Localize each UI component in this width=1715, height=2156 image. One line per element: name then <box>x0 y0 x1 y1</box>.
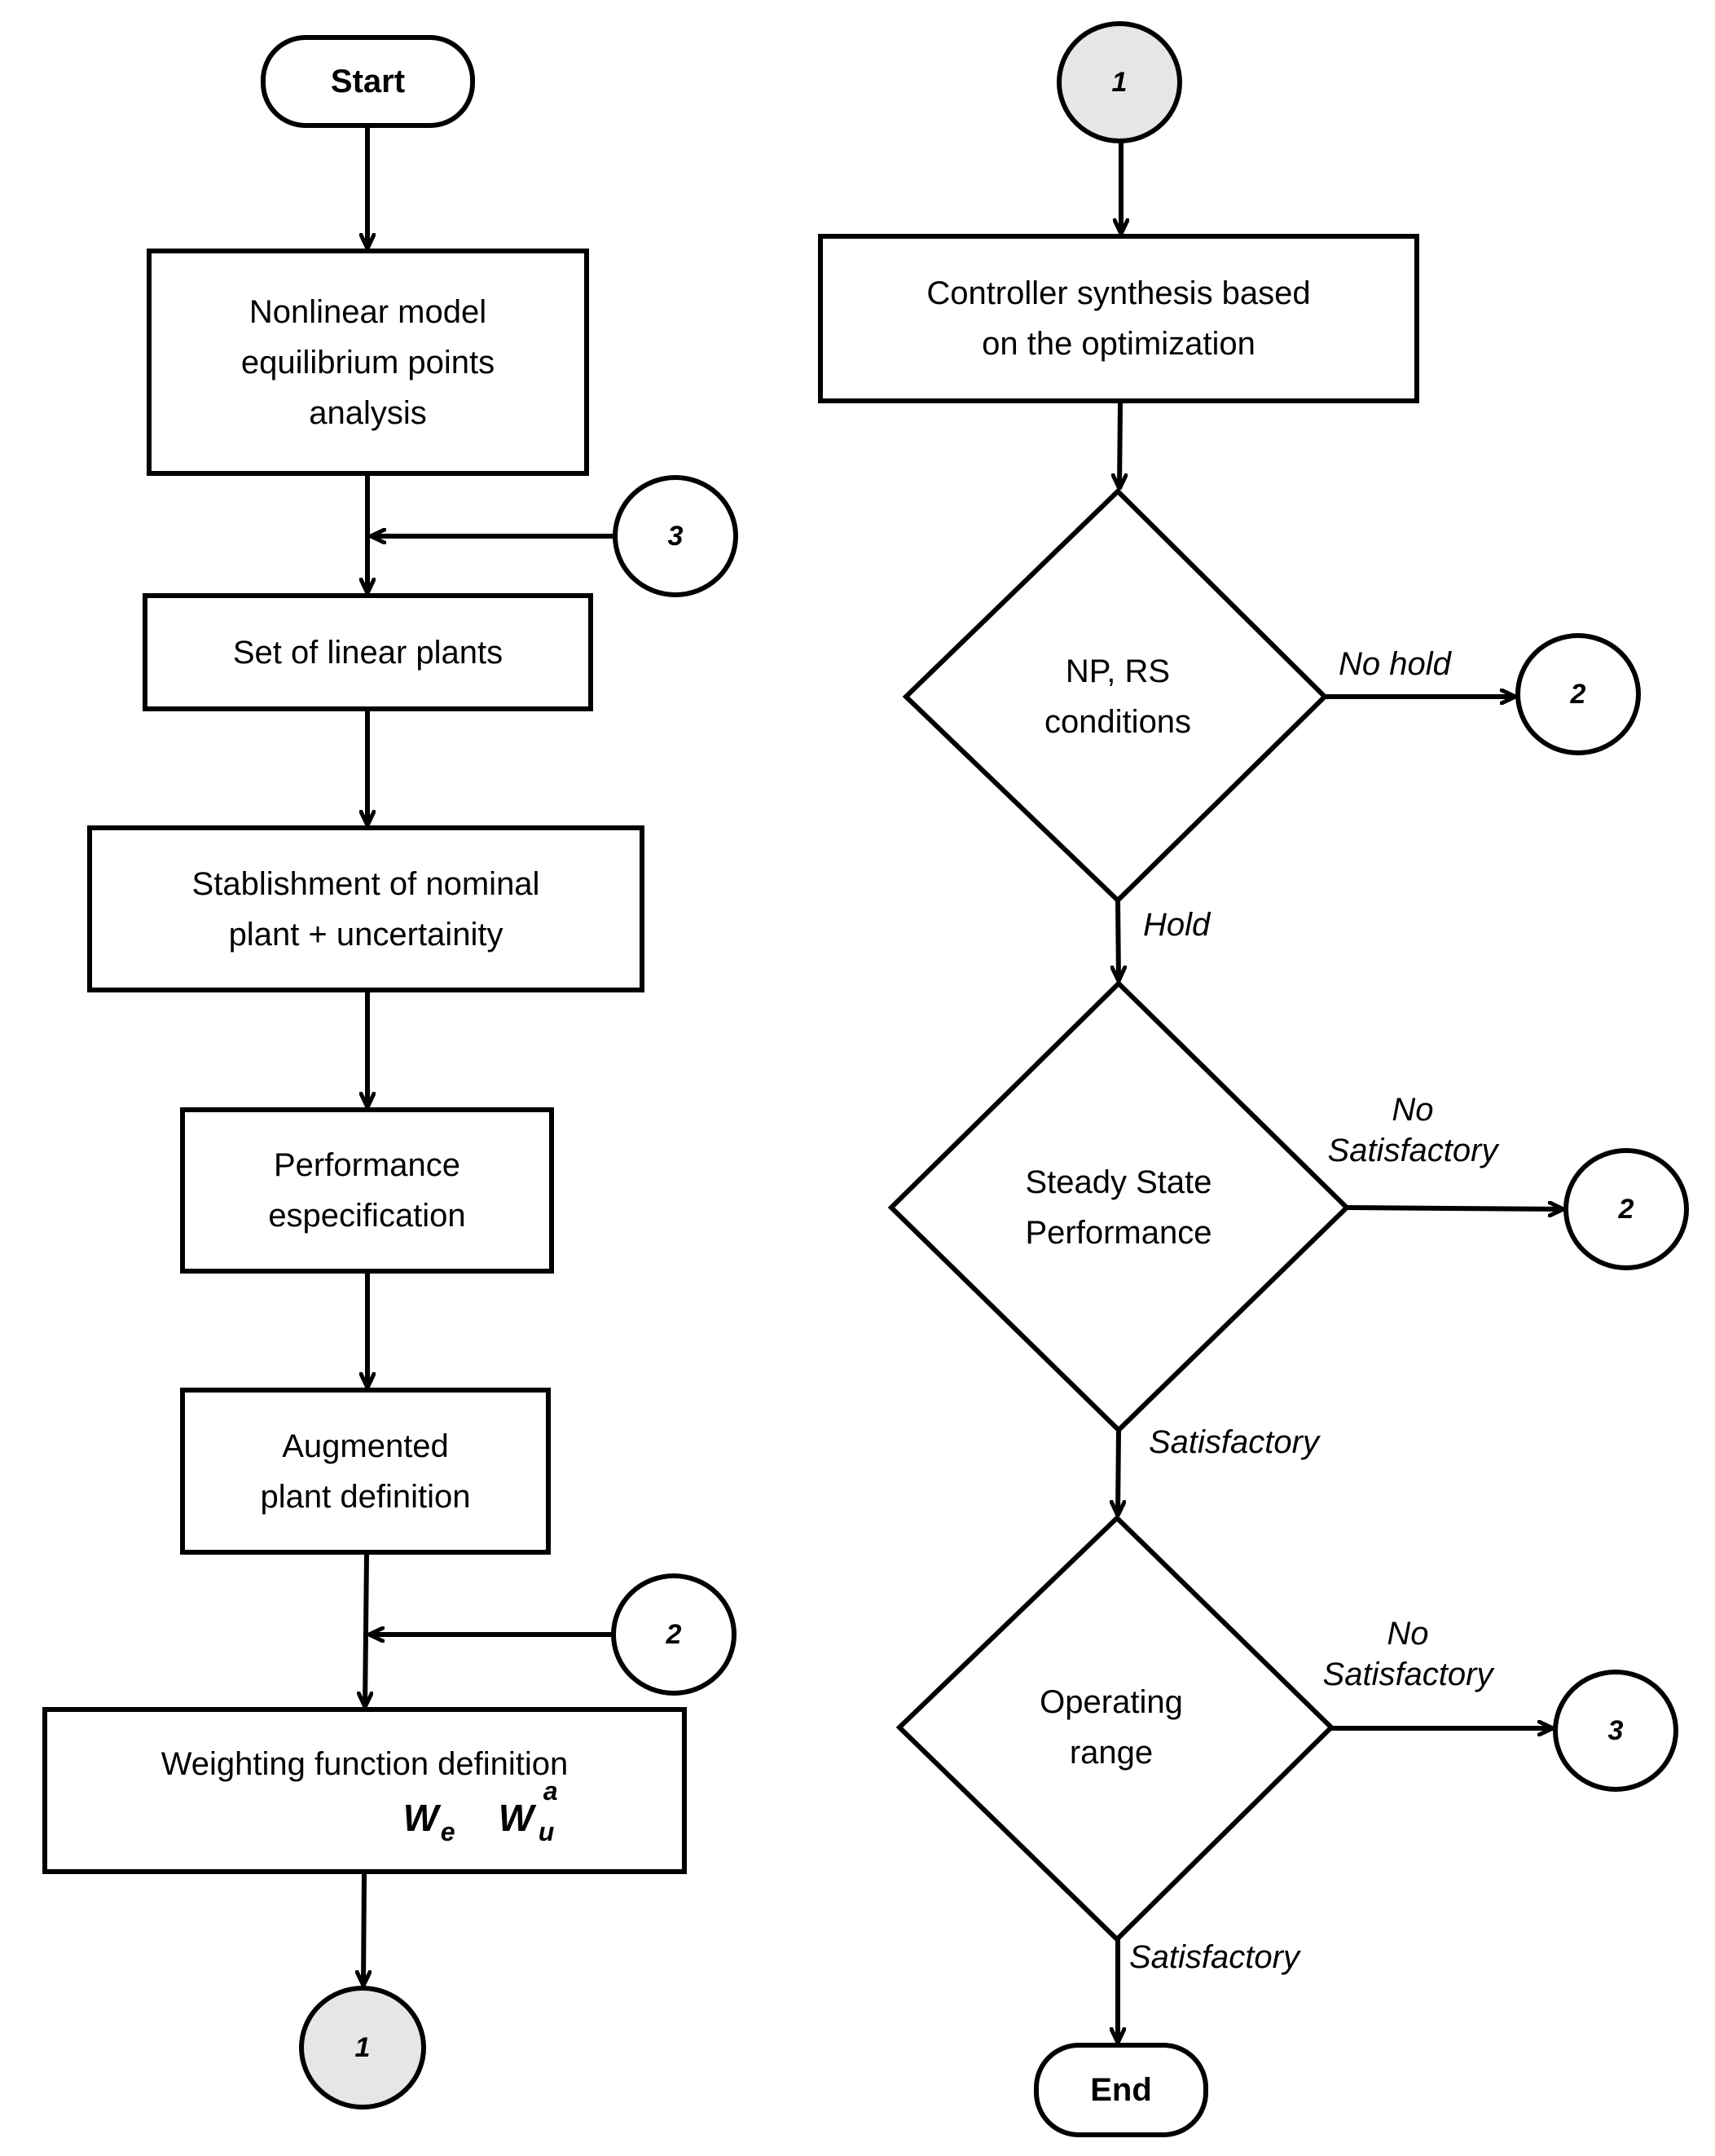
decision1-no-label: No hold <box>1339 646 1451 682</box>
start-text: Start <box>330 64 406 99</box>
nominal-plant-label: Stablishment of nominal plant + uncertai… <box>90 828 642 990</box>
decision3-no-label: No Satisfactory <box>1314 1613 1502 1695</box>
performance-spec-label: Performance especification <box>182 1110 552 1271</box>
decision3-label: Operating range <box>981 1646 1242 1809</box>
controller-synthesis-label: Controller synthesis based on the optimi… <box>820 236 1417 401</box>
wu-symbol: W u a <box>498 1776 558 1847</box>
performance-line-2: especification <box>268 1198 466 1234</box>
arrow-augmented-to-weighting <box>365 1554 367 1707</box>
decision3-line-2: range <box>1069 1735 1154 1771</box>
decision2-label: Steady State Performance <box>972 1126 1265 1289</box>
connector-out3-text: 3 <box>1607 1714 1624 1746</box>
synthesis-line-1: Controller synthesis based <box>926 275 1311 311</box>
nonlinear-line-3: analysis <box>309 394 427 431</box>
weighting-symbols: W e W u a <box>161 1776 569 1846</box>
box-linear-plants <box>143 593 593 711</box>
decision3-no-line-1: No <box>1387 1616 1429 1652</box>
augmented-line-2: plant definition <box>260 1478 471 1515</box>
arrow-decision2-no <box>1346 1208 1563 1209</box>
decision1-yes-label: Hold <box>1143 907 1211 943</box>
decision2-line-2: Performance <box>1025 1215 1212 1251</box>
weighting-title: Weighting function definition <box>161 1745 569 1782</box>
connector-circle-in1 <box>1057 21 1182 143</box>
decision2-no-line-1: No <box>1392 1092 1434 1128</box>
wu-subscript: u <box>538 1816 555 1846</box>
arrow-decision2-yes <box>1118 1429 1119 1516</box>
box-controller-synthesis <box>818 234 1419 403</box>
nonlinear-model-label: Nonlinear model equilibrium points analy… <box>149 251 587 473</box>
decision2-line-1: Steady State <box>1025 1164 1212 1200</box>
synthesis-line-2: on the optimization <box>982 326 1255 362</box>
connector-circle-out3 <box>1553 1670 1678 1792</box>
decision3-yes-label: Satisfactory <box>1129 1939 1299 1975</box>
we-subscript: e <box>440 1816 455 1846</box>
decision1-line-2: conditions <box>1044 704 1192 740</box>
performance-line-1: Performance <box>274 1147 460 1183</box>
decision1-line-1: NP, RS <box>1065 653 1171 689</box>
connector-out1-label: 1 <box>301 1988 424 2107</box>
decision2-no-line-2: Satisfactory <box>1327 1133 1498 1168</box>
start-terminal <box>261 35 475 128</box>
connector-circle-out2b <box>1563 1148 1689 1270</box>
box-nonlinear-model <box>147 249 589 476</box>
augmented-line-1: Augmented <box>282 1428 449 1464</box>
we-letter: W <box>402 1796 439 1839</box>
decision3-no-line-2: Satisfactory <box>1322 1657 1493 1692</box>
decision3-line-1: Operating <box>1040 1684 1183 1720</box>
connector-circle-out2a <box>1515 633 1641 755</box>
arrow-weighting-to-conn1 <box>363 1873 364 1986</box>
connector-out2b-text: 2 <box>1618 1193 1634 1225</box>
weighting-function-label: Weighting function definition W e W u a <box>45 1709 684 1872</box>
connector-in3-text: 3 <box>667 520 684 552</box>
connector-out3-label: 3 <box>1555 1672 1676 1789</box>
nominal-line-2: plant + uncertainity <box>228 916 504 953</box>
nominal-line-1: Stablishment of nominal <box>191 865 540 902</box>
connector-in1-text: 1 <box>1111 66 1128 98</box>
nonlinear-line-2: equilibrium points <box>240 344 495 381</box>
connector-in1-label: 1 <box>1059 24 1180 141</box>
we-symbol: W e <box>402 1789 455 1847</box>
box-augmented-plant <box>180 1388 551 1555</box>
connector-out2b-label: 2 <box>1566 1151 1686 1268</box>
start-label: Start <box>263 37 473 125</box>
arrow-decision1-yes <box>1118 900 1119 981</box>
linear-plants-label: Set of linear plants <box>145 596 591 709</box>
arrow-synthesis-to-decision1 <box>1119 403 1120 489</box>
decision1-label: NP, RS conditions <box>987 615 1248 778</box>
connector-in2-label: 2 <box>613 1576 734 1693</box>
augmented-plant-label: Augmented plant definition <box>182 1390 548 1552</box>
wu-superscript: a <box>543 1775 558 1806</box>
wu-letter: W <box>498 1796 534 1839</box>
connector-in3-label: 3 <box>615 477 736 595</box>
connector-out2a-label: 2 <box>1518 636 1638 753</box>
connector-circle-out1 <box>299 1986 426 2110</box>
end-label: End <box>1036 2045 1206 2135</box>
decision2-no-label: No Satisfactory <box>1319 1089 1506 1171</box>
box-performance-spec <box>180 1107 554 1274</box>
box-nominal-plant <box>87 825 644 992</box>
box-weighting-function <box>42 1707 687 1874</box>
connector-out2a-text: 2 <box>1570 678 1586 710</box>
end-terminal <box>1034 2043 1208 2137</box>
linear-plants-text: Set of linear plants <box>232 634 504 671</box>
nonlinear-line-1: Nonlinear model <box>248 293 487 330</box>
connector-in2-text: 2 <box>666 1618 682 1650</box>
decision2-yes-label: Satisfactory <box>1149 1424 1319 1460</box>
connector-out1-text: 1 <box>354 2031 371 2063</box>
end-text: End <box>1090 2072 1152 2108</box>
